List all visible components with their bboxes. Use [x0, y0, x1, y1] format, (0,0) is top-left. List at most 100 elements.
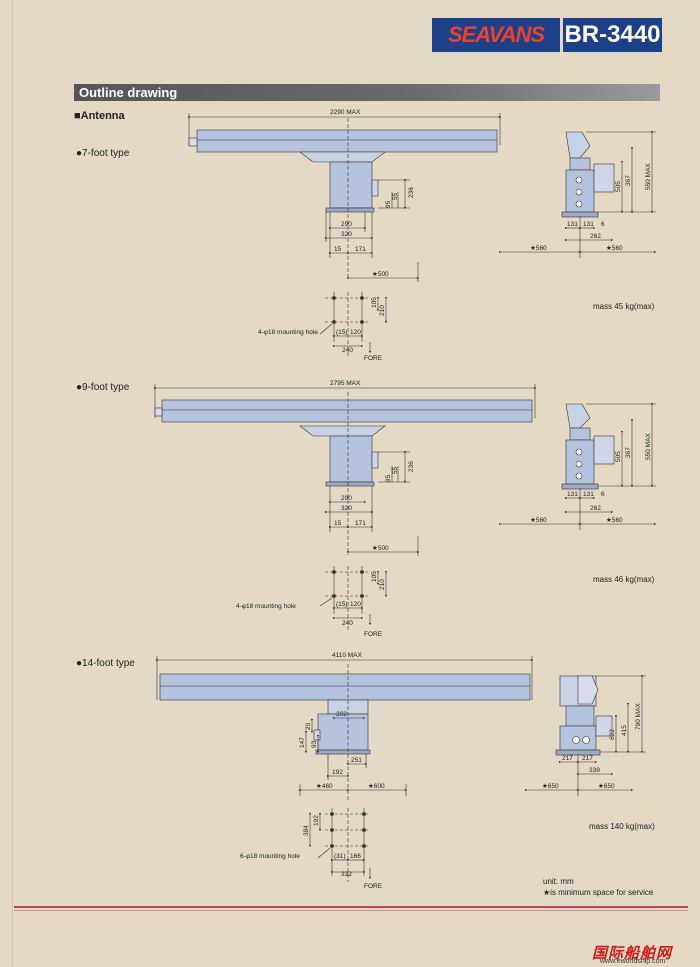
dim-label: 171	[355, 246, 366, 253]
type-label-9ft: ●9-foot type	[76, 382, 130, 393]
dim-label: ★560	[606, 244, 623, 252]
dim-label: 210	[379, 305, 386, 316]
dim-label: 236	[408, 187, 415, 198]
model-name: BR-3440	[563, 18, 662, 52]
mass-9ft: mass 46 kg(max)	[593, 575, 655, 584]
fore-label: FORE	[364, 631, 383, 638]
dim-label: ★500	[372, 544, 389, 552]
page-edge	[12, 0, 13, 967]
dim-label: 105	[371, 297, 378, 308]
dim-label: 251	[351, 757, 362, 764]
labels-14ft: 4110 MAX 202 20 147 93 251 192 ★460 ★600…	[240, 652, 642, 890]
star-note: ★is minimum space for service	[543, 888, 654, 897]
dim-label: (15)	[336, 329, 348, 336]
footer-rule	[14, 906, 688, 908]
dim-label: ★560	[530, 516, 547, 524]
antenna-7ft-front	[187, 113, 502, 282]
dim-label: 192	[313, 815, 320, 826]
dim-label: 290	[341, 221, 352, 228]
dim-label: ★500	[372, 270, 389, 278]
type-label-7ft: ●7-foot type	[76, 148, 130, 159]
labels-7ft: 2290 MAX 290 320 15 171 ★500 236 95 55 1…	[258, 109, 652, 362]
dim-label: 131	[567, 491, 578, 498]
unit-note: unit: mm	[543, 877, 574, 886]
dim-label: ★460	[316, 782, 333, 790]
dim-label: 95	[385, 200, 392, 208]
dim-label: 415	[621, 725, 628, 736]
dim-label: 120	[350, 329, 361, 336]
antenna-9ft-side	[498, 402, 657, 530]
dim-label: 15	[334, 246, 342, 253]
dim-label: 95	[385, 474, 392, 482]
dim-label: 320	[341, 505, 352, 512]
dim-label: 332	[341, 871, 352, 878]
dim-label: (31)	[334, 853, 346, 860]
dim-label: 55	[392, 192, 399, 200]
mount-9ft	[319, 566, 388, 630]
antenna-9ft-front	[153, 384, 537, 556]
dim-label: 550 MAX	[645, 433, 652, 460]
antenna-14ft-front	[155, 656, 534, 800]
dim-label: 131	[567, 221, 578, 228]
mount-hole-label: 4-φ18 mounting hole	[236, 603, 296, 610]
dim-label: 505	[615, 451, 622, 462]
type-label-14ft: ●14-foot type	[76, 658, 135, 669]
dim-label: 290	[341, 495, 352, 502]
dim-label: 105	[371, 571, 378, 582]
mount-14ft	[308, 808, 372, 882]
dim-label: 171	[355, 520, 366, 527]
fore-label: FORE	[364, 883, 383, 890]
dim-label: 790 MAX	[635, 703, 642, 730]
dim-label: 147	[299, 737, 306, 748]
dim-label: 320	[341, 231, 352, 238]
dim-label: 550 MAX	[645, 163, 652, 190]
dim-label: 20	[305, 722, 312, 730]
dim-label: 339	[589, 767, 600, 774]
dim-label: 192	[332, 769, 343, 776]
dim-label: 55	[392, 466, 399, 474]
antenna-14ft-side	[524, 674, 646, 796]
dim-label: 6	[601, 221, 605, 228]
dim-label: 210	[379, 579, 386, 590]
brand-header: SEAVANS BR-3440	[432, 18, 662, 52]
dim-label: 120	[350, 601, 361, 608]
section-title-bar: Outline drawing	[74, 84, 660, 101]
mount-7ft	[319, 292, 388, 358]
width-label: 2290 MAX	[330, 109, 361, 116]
dim-label: 505	[615, 181, 622, 192]
dim-label: 367	[625, 175, 632, 186]
width-label: 2795 MAX	[330, 380, 361, 387]
fore-label: FORE	[364, 355, 383, 362]
subsection-title: ■Antenna	[74, 110, 125, 122]
dim-label: ★650	[542, 782, 559, 790]
antenna-7ft-side	[498, 130, 657, 258]
watermark: 国际船舶网	[592, 945, 673, 962]
dim-label: 15	[334, 520, 342, 527]
dim-label: 217	[562, 755, 573, 762]
mount-hole-label: 6-φ18 mounting hole	[240, 853, 300, 860]
dim-label: 262	[590, 505, 601, 512]
dim-label: 166	[350, 853, 361, 860]
dim-label: 202	[336, 711, 347, 718]
dim-label: 384	[303, 825, 310, 836]
notes: unit: mm ★is minimum space for service	[543, 876, 653, 898]
dim-label: ★600	[368, 782, 385, 790]
width-label: 4110 MAX	[332, 652, 363, 659]
mass-14ft: mass 140 kg(max)	[589, 822, 655, 831]
dim-label: ★560	[606, 516, 623, 524]
dim-label: ★650	[598, 782, 615, 790]
section-title: Outline drawing	[79, 85, 178, 100]
dim-label: (15)	[336, 601, 348, 608]
dim-label: 240	[342, 620, 353, 627]
brand-logo: SEAVANS	[432, 18, 560, 52]
dim-label: 236	[408, 461, 415, 472]
dim-label: 131	[583, 221, 594, 228]
mount-hole-label: 4-φ18 mounting hole	[258, 329, 318, 336]
dim-label: ★560	[530, 244, 547, 252]
dim-label: 367	[625, 447, 632, 458]
dim-label: 240	[342, 347, 353, 354]
mass-7ft: mass 45 kg(max)	[593, 302, 655, 311]
dim-label: 622	[609, 729, 616, 740]
dim-label: 131	[583, 491, 594, 498]
